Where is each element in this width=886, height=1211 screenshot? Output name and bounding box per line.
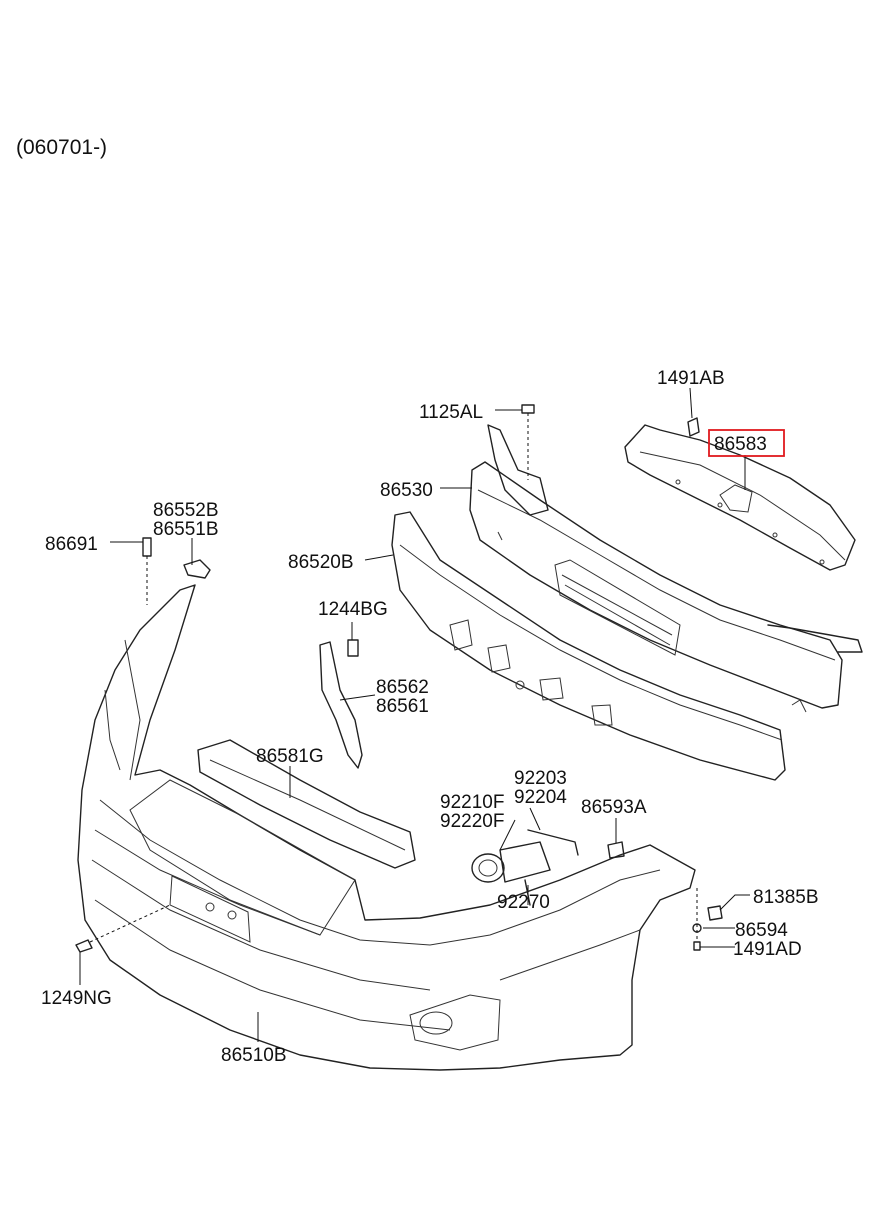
label-86520b: 86520B bbox=[288, 552, 354, 573]
label-86530: 86530 bbox=[380, 480, 433, 501]
label-92220f: 92220F bbox=[440, 811, 504, 832]
label-86510b: 86510B bbox=[221, 1045, 287, 1066]
label-1491ad: 1491AD bbox=[733, 939, 802, 960]
label-86562: 86562 bbox=[376, 677, 429, 698]
date-code: (060701-) bbox=[16, 136, 107, 159]
bolt-1125al bbox=[521, 404, 535, 480]
label-86594: 86594 bbox=[735, 920, 788, 941]
fog-lamp-part bbox=[471, 829, 579, 906]
screw-81385b bbox=[707, 905, 723, 921]
clip-1491ab bbox=[687, 417, 700, 437]
label-1244bg: 1244BG bbox=[318, 599, 388, 620]
label-92204: 92204 bbox=[514, 787, 567, 808]
leader-lines bbox=[79, 387, 750, 1042]
side-bracket-86561 bbox=[319, 641, 363, 769]
side-bracket-86551b bbox=[183, 559, 211, 579]
bumper-cover-part bbox=[77, 584, 696, 1071]
highlight-box bbox=[708, 429, 785, 457]
label-86583: 86583 bbox=[714, 434, 767, 455]
clip-86593a bbox=[607, 841, 625, 859]
label-92210f: 92210F bbox=[440, 792, 504, 813]
label-1249ng: 1249NG bbox=[41, 988, 112, 1009]
bumper-beam-part bbox=[469, 424, 863, 713]
label-92203: 92203 bbox=[514, 768, 567, 789]
label-86581g: 86581G bbox=[256, 746, 324, 767]
energy-absorber-part bbox=[391, 511, 786, 781]
label-92270: 92270 bbox=[497, 892, 550, 913]
bolt-1244bg bbox=[347, 639, 359, 657]
label-86561: 86561 bbox=[376, 696, 429, 717]
screw-86691 bbox=[142, 537, 152, 605]
label-1491ab: 1491AB bbox=[657, 368, 725, 389]
label-86551b: 86551B bbox=[153, 519, 219, 540]
label-1125al: 1125AL bbox=[419, 402, 483, 423]
screw-1491ad bbox=[693, 941, 701, 951]
label-81385b: 81385B bbox=[753, 887, 819, 908]
lower-stay-86581g bbox=[197, 739, 416, 869]
label-86691: 86691 bbox=[45, 534, 98, 555]
upper-cover-part bbox=[624, 424, 856, 571]
label-86593a: 86593A bbox=[581, 797, 647, 818]
label-86552b: 86552B bbox=[153, 500, 219, 521]
